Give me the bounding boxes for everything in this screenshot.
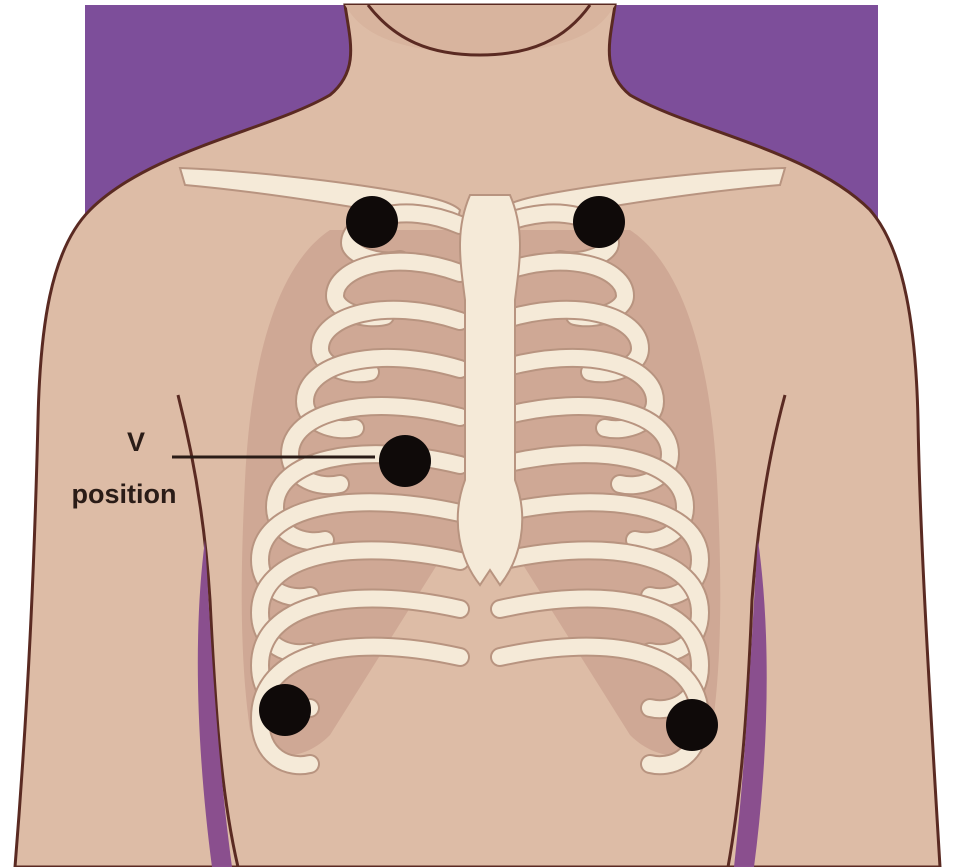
sternum <box>458 195 522 585</box>
left-lower-electrode <box>666 699 718 751</box>
left-upper-electrode <box>573 196 625 248</box>
v-position-electrode <box>379 435 431 487</box>
right-upper-electrode <box>346 196 398 248</box>
right-lower-electrode <box>259 684 311 736</box>
v-label-line2: position <box>72 479 177 509</box>
v-label-line1: V <box>127 427 145 457</box>
